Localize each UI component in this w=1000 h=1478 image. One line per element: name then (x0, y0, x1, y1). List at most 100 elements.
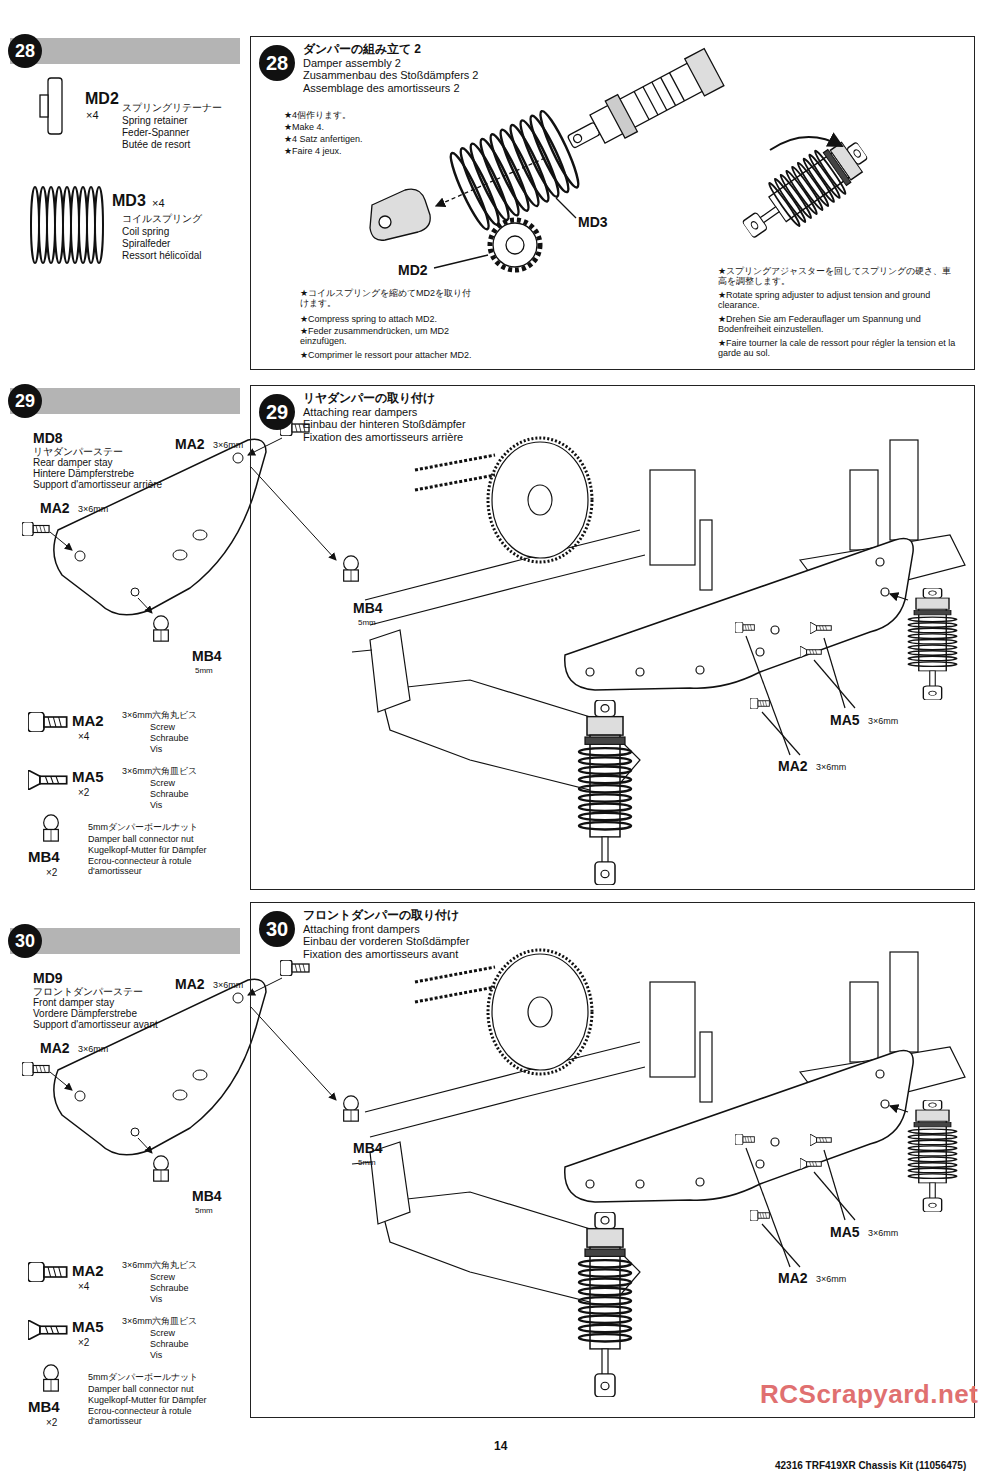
note-text: Screw (150, 1328, 175, 1338)
note-text: Screw (150, 722, 175, 732)
note-text: Spring retainer (122, 115, 188, 127)
note-text: Damper ball connector nut (88, 1384, 194, 1394)
drawing-part (87, 187, 95, 263)
note-text: Schraube (150, 1339, 189, 1349)
drawing-part (525, 113, 573, 195)
note-text: Schraube (150, 789, 189, 799)
step-title: リヤダンパーの取り付けAttaching rear dampersEinbau … (303, 392, 466, 444)
step-title: フロントダンパーの取り付けAttaching front dampersEinb… (303, 909, 469, 961)
part-code: MD2 (398, 262, 428, 278)
note-text: リヤダンパーステー (33, 446, 123, 458)
step-title-line: Einbau der vorderen Stoßdämpfer (303, 935, 469, 948)
step-number-circle: 28 (8, 34, 42, 68)
step-number: 28 (15, 41, 35, 62)
note-text: Coil spring (122, 226, 169, 238)
note-text: Support d'amortisseur arrière (33, 479, 162, 491)
note-text: ×4 (78, 1281, 89, 1293)
step-title-line: Einbau der hinteren Stoßdämpfer (303, 418, 466, 431)
note-text: Ecrou-connecteur à rotule d'amortisseur (88, 856, 223, 877)
note-text: ★Faire 4 jeux. (284, 146, 342, 156)
part-code: MB4 (28, 1398, 60, 1415)
drawing-part (490, 220, 540, 270)
note-text: ×4 (86, 109, 99, 122)
note-text: ×2 (46, 867, 57, 879)
note-text: 3×6mm (816, 1274, 846, 1284)
drawing-part (71, 187, 79, 263)
part-code: MA2 (175, 436, 205, 452)
note-text: フロントダンパーステー (33, 986, 143, 998)
part-code: MD2 (85, 90, 119, 108)
front-damper-stay-drawing (22, 960, 358, 1181)
part-code: MA2 (778, 1270, 808, 1286)
drawing-part (446, 108, 584, 232)
drawing-part (535, 108, 583, 190)
part-code: MA2 (72, 712, 104, 729)
note-text: 5mmダンパーボールナット (88, 1372, 198, 1382)
note-text: 5mm (195, 666, 213, 675)
part-code: MA5 (830, 712, 860, 728)
drawing-part (770, 137, 842, 150)
page-number: 14 (494, 1440, 507, 1454)
drawing-part (40, 95, 48, 117)
note-text: Spiralfeder (122, 238, 170, 250)
note-text: 3×6mm六角丸ビス (122, 1260, 197, 1270)
step-header-band: 29 (10, 388, 240, 414)
damper-assembly-drawing (370, 49, 877, 270)
drawing-part (556, 198, 576, 218)
drawing-part (379, 216, 391, 228)
step-title-line: リヤダンパーの取り付け (303, 392, 466, 406)
note-text: 3×6mm六角皿ビス (122, 1316, 197, 1326)
note-text: 3×6mm (816, 762, 846, 772)
rear-damper-stay-drawing (22, 420, 358, 641)
note-text: 5mm (358, 1158, 376, 1167)
note-text: ★スプリングアジャスターを回してスプリングの硬さ、車高を調整します。 (718, 266, 958, 287)
step-header-band: 30 (10, 928, 240, 954)
part-code: MB4 (192, 1188, 222, 1204)
note-text: Ecrou-connecteur à rotule d'amortisseur (88, 1406, 223, 1427)
note-text: スプリングリテーナー (122, 102, 222, 114)
note-text: Vordere Dämpferstrebe (33, 1008, 137, 1020)
drawing-part (79, 187, 87, 263)
part-code: MA2 (72, 1262, 104, 1279)
note-text: Butée de resort (122, 139, 190, 151)
note-text: ★Faire tourner la cale de ressort pour r… (718, 338, 958, 359)
note-text: 3×6mm (868, 1228, 898, 1238)
note-text: 5mmダンパーボールナット (88, 822, 198, 832)
step-number: 29 (15, 391, 35, 412)
drawing-part (605, 95, 637, 139)
step-title-line: Attaching front dampers (303, 923, 469, 936)
part-code: MA5 (830, 1224, 860, 1240)
part-code: MB4 (192, 648, 222, 664)
drawing-part (634, 73, 684, 120)
step-title-line: Damper assembly 2 (303, 57, 478, 70)
step-number-circle: 28 (259, 45, 295, 81)
note-text: Kugelkopf-Mutter für Dämpfer (88, 845, 207, 855)
drawing-part (685, 49, 724, 96)
drawing-part (561, 49, 724, 162)
drawing-part (572, 133, 583, 144)
step-title-line: Fixation des amortisseurs arrière (303, 431, 466, 444)
step-number-circle: 30 (259, 911, 295, 947)
step-frame: 29リヤダンパーの取り付けAttaching rear dampersEinba… (250, 385, 975, 890)
step-number-circle: 29 (259, 394, 295, 430)
note-text: ★4 Satz anfertigen. (284, 134, 363, 144)
step-number: 30 (266, 918, 288, 941)
spring-retainer-part (40, 78, 62, 134)
note-text: ★Drehen Sie am Federauflager um Spannung… (718, 314, 958, 335)
note-text: Vis (150, 800, 162, 810)
part-code: MB4 (28, 848, 60, 865)
note-text: ×2 (78, 1337, 89, 1349)
note-text: ×4 (152, 197, 165, 210)
note-text: 5mm (358, 618, 376, 627)
note-text: ★Feder zusammendrücken, um MD2 einzufüge… (300, 326, 490, 347)
part-code: MA2 (40, 1040, 70, 1056)
note-text: ★コイルスプリングを縮めてMD2を取り付けます。 (300, 288, 475, 309)
part-code: MD3 (578, 214, 608, 230)
footer-text: 42316 TRF419XR Chassis Kit (11056475) (775, 1460, 966, 1472)
drawing-part (506, 236, 524, 254)
part-code: MA2 (40, 500, 70, 516)
part-code: MA2 (778, 758, 808, 774)
note-text: ★4個作ります。 (284, 110, 351, 120)
note-text: Vis (150, 1294, 162, 1304)
